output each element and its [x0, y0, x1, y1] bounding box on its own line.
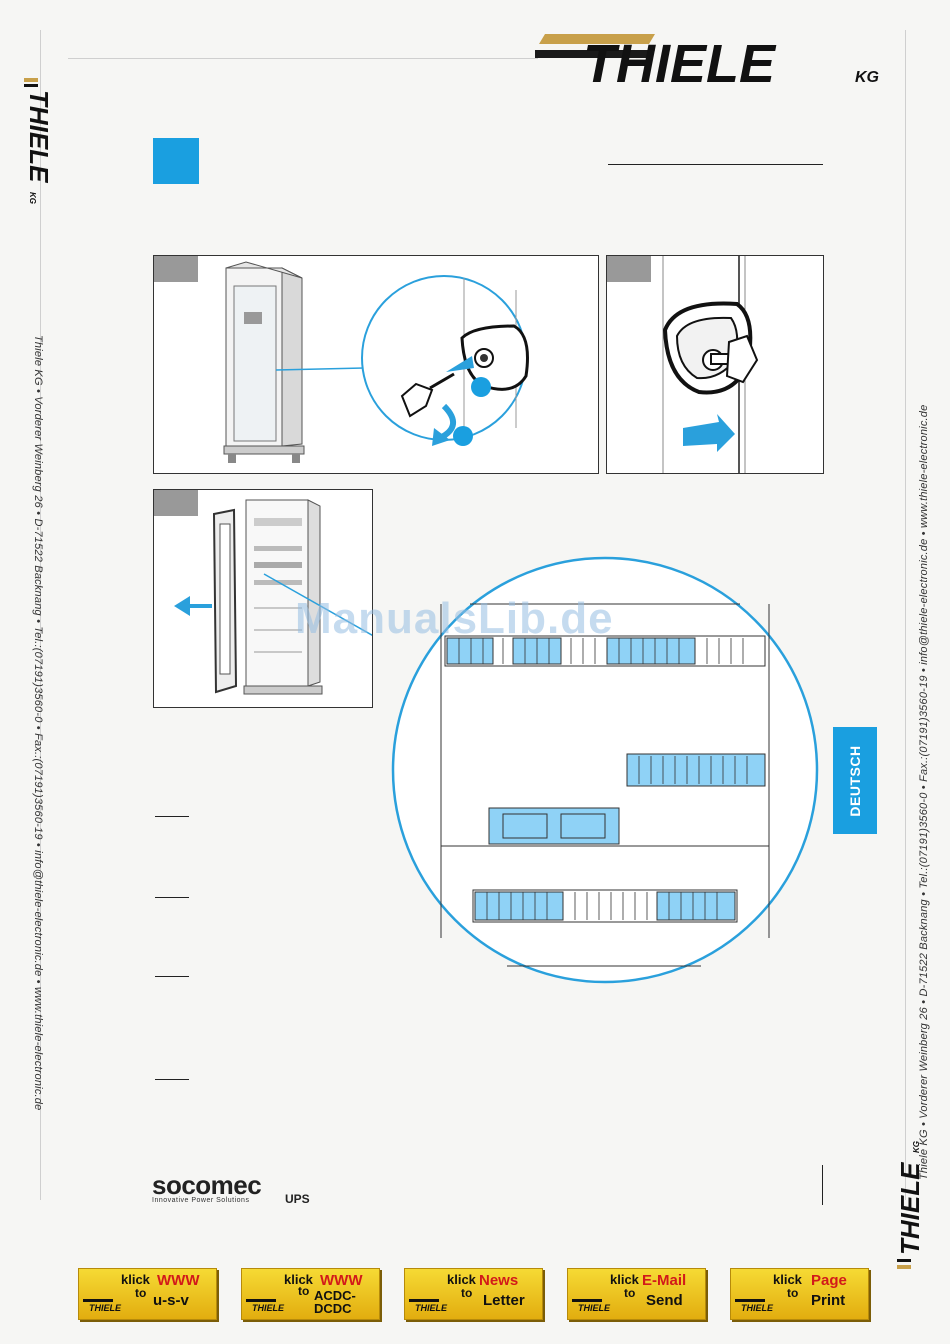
- svg-text:THIELE: THIELE: [741, 1303, 774, 1313]
- thiele-logo-suffix: KG: [855, 69, 879, 86]
- figure-tag: [154, 256, 198, 282]
- language-tab-label: DEUTSCH: [847, 744, 863, 817]
- svg-text:THIELE: THIELE: [24, 90, 52, 183]
- list-rule: [155, 816, 189, 817]
- thiele-mini-logo: THIELE: [246, 1299, 285, 1313]
- header-frame-line: [68, 58, 538, 59]
- socomec-name: socomec: [152, 1170, 262, 1200]
- svg-text:THIELE: THIELE: [89, 1303, 122, 1313]
- button-www-acdc-dcdc[interactable]: klick to WWW ACDC-DCDC THIELE: [241, 1268, 380, 1320]
- figure-turn-handle: [606, 255, 824, 474]
- page-number-divider: [822, 1165, 823, 1205]
- cabinet-key-illustration: [223, 261, 529, 463]
- thiele-side-logo-right: THIELE KG: [893, 1135, 929, 1285]
- thiele-logo-text: THIELE: [583, 34, 777, 88]
- button-email-send[interactable]: klick to E-Mail Send THIELE: [567, 1268, 706, 1320]
- left-frame-line: [40, 30, 41, 1200]
- thiele-mini-logo: THIELE: [735, 1299, 774, 1313]
- right-frame-line: [905, 30, 906, 1200]
- thiele-side-logo-left: THIELE KG: [22, 72, 54, 222]
- socomec-logo: socomec Innovative Power Solutions UPS: [152, 1170, 310, 1206]
- svg-text:KG: KG: [28, 192, 37, 204]
- figure-tag: [607, 256, 651, 282]
- socomec-tagline: Innovative Power Solutions: [152, 1197, 250, 1204]
- button-newsletter[interactable]: klick to News Letter THIELE: [404, 1268, 543, 1320]
- button-page-print[interactable]: klick to Page Print THIELE: [730, 1268, 869, 1320]
- watermark: ManualsLib.de: [295, 594, 614, 643]
- thiele-mini-logo: THIELE: [83, 1299, 122, 1313]
- section-marker: [153, 138, 199, 184]
- handle-illustration: [662, 256, 759, 473]
- list-rule: [155, 897, 189, 898]
- svg-text:THIELE: THIELE: [895, 1162, 925, 1255]
- language-tab-deutsch: DEUTSCH: [833, 727, 877, 834]
- left-contact-text: Thiele KG • Vorderer Weinberg 26 • D-715…: [32, 335, 44, 1111]
- header-rule: [608, 164, 823, 165]
- svg-text:THIELE: THIELE: [252, 1303, 285, 1313]
- svg-text:THIELE: THIELE: [578, 1303, 611, 1313]
- breaker-zoom-illustration: [391, 556, 819, 984]
- thiele-logo: THIELE KG: [529, 28, 885, 94]
- right-contact-text: Thiele KG • Vorderer Weinberg 26 • D-715…: [918, 404, 930, 1180]
- svg-text:THIELE: THIELE: [415, 1303, 448, 1313]
- button-www-usv[interactable]: klick to WWW u-s-v THIELE: [78, 1268, 217, 1320]
- figure-tag: [154, 490, 198, 516]
- svg-text:KG: KG: [912, 1141, 921, 1153]
- socomec-product: UPS: [285, 1192, 310, 1206]
- list-rule: [155, 1079, 189, 1080]
- thiele-mini-logo: THIELE: [572, 1299, 611, 1313]
- open-cabinet-illustration: [174, 499, 372, 695]
- thiele-mini-logo: THIELE: [409, 1299, 448, 1313]
- figure-open-door: [153, 489, 373, 708]
- list-rule: [155, 976, 189, 977]
- figure-unlock-door: [153, 255, 599, 474]
